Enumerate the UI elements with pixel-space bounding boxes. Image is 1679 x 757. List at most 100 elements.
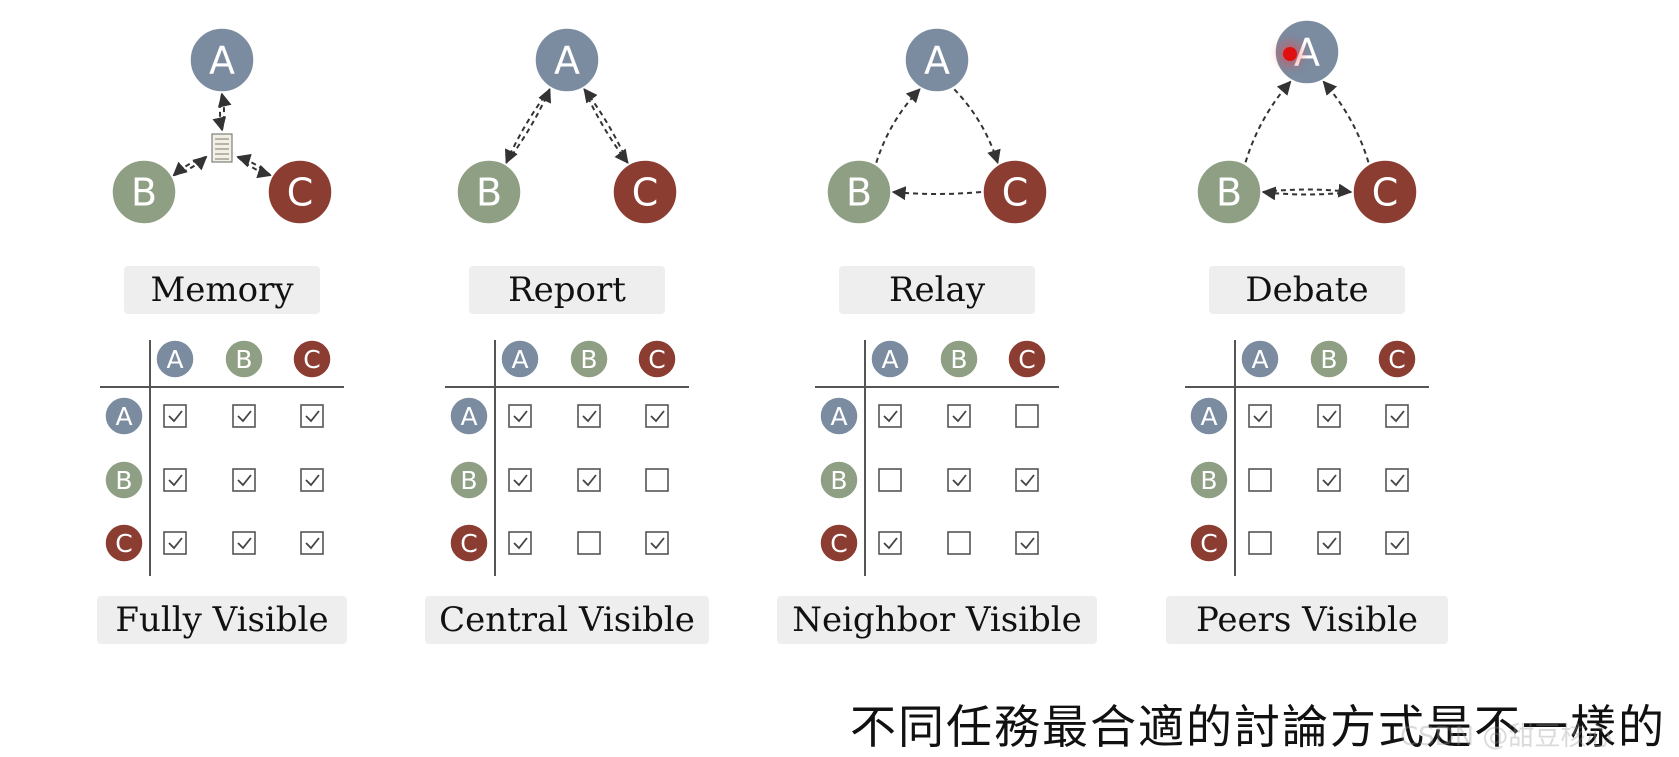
node-c-label: C	[1388, 345, 1405, 374]
node-a	[500, 339, 540, 379]
node-c-label: C	[460, 529, 477, 558]
mode-label: Memory	[150, 270, 294, 310]
checked-box-icon	[232, 404, 256, 428]
checked-box-icon	[577, 404, 601, 428]
arrow-c-to-a	[1322, 80, 1370, 163]
node-b	[826, 159, 892, 225]
edges	[1244, 80, 1370, 201]
node-c	[267, 159, 333, 225]
node-c	[612, 159, 678, 225]
node-a-label: A	[1200, 402, 1217, 431]
node-a	[819, 396, 859, 436]
node-b	[456, 159, 522, 225]
edges	[172, 92, 272, 179]
visibility-label: Neighbor Visible	[792, 600, 1082, 640]
node-a	[904, 27, 970, 93]
arrow-a-to-c	[953, 88, 1001, 165]
node-c	[104, 523, 144, 563]
node-b	[449, 460, 489, 500]
node-b-label: B	[950, 345, 967, 374]
edges	[875, 88, 1001, 201]
unchecked-box-icon	[1248, 531, 1272, 555]
node-b	[224, 339, 264, 379]
node-b-label: B	[235, 345, 252, 374]
node-b	[104, 460, 144, 500]
node-b-label: B	[580, 345, 597, 374]
node-c-label: C	[1372, 171, 1399, 215]
node-a	[449, 396, 489, 436]
pointer-cursor-icon	[1283, 47, 1297, 61]
mode-label-bg	[1209, 266, 1405, 314]
unchecked-box-icon	[577, 531, 601, 555]
subtitle-caption: 不同任務最合適的討論方式是不一樣的	[850, 700, 1666, 754]
node-c-label: C	[632, 171, 659, 215]
node-c	[637, 339, 677, 379]
node-c-label: C	[303, 345, 320, 374]
checked-box-icon	[163, 531, 187, 555]
node-b	[1309, 339, 1349, 379]
mode-label: Debate	[1245, 270, 1368, 310]
node-a-label: A	[115, 402, 132, 431]
checked-box-icon	[645, 404, 669, 428]
mode-label-bg	[839, 266, 1035, 314]
checked-box-icon	[232, 468, 256, 492]
node-a	[1240, 339, 1280, 379]
node-a-label: A	[1294, 31, 1320, 75]
node-b	[1189, 460, 1229, 500]
node-a-label: A	[209, 39, 235, 83]
checked-box-icon	[232, 531, 256, 555]
node-b	[1196, 159, 1262, 225]
checked-box-icon	[1385, 531, 1409, 555]
arrow-b-to-a	[1244, 80, 1292, 163]
node-b-label: B	[846, 171, 872, 215]
checked-box-icon	[1317, 531, 1341, 555]
arrow-to-memory	[173, 155, 208, 177]
node-a	[1189, 396, 1229, 436]
node-c-label: C	[830, 529, 847, 558]
node-a-label: A	[166, 345, 183, 374]
visibility-label: Central Visible	[439, 600, 695, 640]
visibility-label-bg	[97, 596, 347, 644]
checked-box-icon	[878, 404, 902, 428]
checked-box-icon	[878, 531, 902, 555]
node-b-label: B	[115, 466, 132, 495]
unchecked-box-icon	[947, 531, 971, 555]
node-b-label: B	[460, 466, 477, 495]
visibility-label: Peers Visible	[1196, 600, 1418, 640]
checked-box-icon	[508, 404, 532, 428]
node-c-label: C	[648, 345, 665, 374]
checked-box-icon	[645, 531, 669, 555]
node-a	[534, 27, 600, 93]
node-c-label: C	[287, 171, 314, 215]
checked-box-icon	[1317, 404, 1341, 428]
node-a	[189, 27, 255, 93]
arrow-up	[505, 87, 551, 164]
node-a-label: A	[460, 402, 477, 431]
node-b-label: B	[830, 466, 847, 495]
node-a-label: A	[1251, 345, 1268, 374]
node-a-label: A	[924, 39, 950, 83]
checked-box-icon	[1385, 404, 1409, 428]
node-b-label: B	[1216, 171, 1242, 215]
node-b-label: B	[131, 171, 157, 215]
node-c	[292, 339, 332, 379]
node-a	[155, 339, 195, 379]
arrow-from-memory	[237, 156, 272, 179]
node-c	[1189, 523, 1229, 563]
node-c-label: C	[115, 529, 132, 558]
arrow-down	[583, 88, 629, 164]
arrow-c-to-b	[891, 186, 982, 201]
node-b-label: B	[1200, 466, 1217, 495]
node-b	[819, 460, 859, 500]
visibility-label: Fully Visible	[115, 600, 328, 640]
checked-box-icon	[1015, 468, 1039, 492]
arrow-c-to-b	[1261, 186, 1352, 201]
node-c-label: C	[1002, 171, 1029, 215]
arrow-down	[505, 88, 551, 165]
checked-box-icon	[300, 404, 324, 428]
arrow-to-memory	[236, 153, 272, 177]
checked-box-icon	[1385, 468, 1409, 492]
node-a	[870, 339, 910, 379]
